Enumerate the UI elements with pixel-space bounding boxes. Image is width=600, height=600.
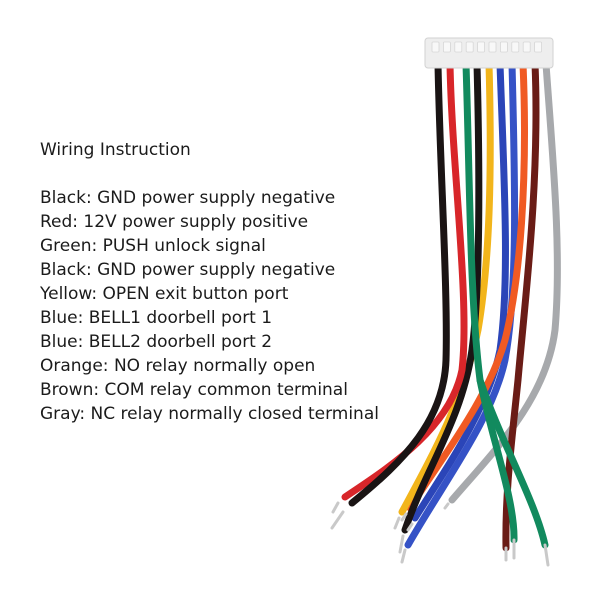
connector-ridge [522, 41, 531, 53]
wiring-instruction: Wiring Instruction Black: GND power supp… [40, 138, 420, 426]
connector-ridge [477, 41, 486, 53]
wire-item-black-gnd: Black: GND power supply negative [40, 188, 336, 208]
wire-strand-2 [462, 60, 518, 544]
wire-tips [330, 501, 550, 567]
wire-item-green-push: Green: PUSH unlock signal [40, 236, 266, 256]
wire-tip-1 [331, 501, 340, 514]
wire-strand-green-tail [476, 376, 549, 549]
connector-ridges [431, 41, 542, 53]
wire-item-orange-no: Orange: NO relay normally open [40, 356, 316, 376]
wire-item-blue-bell1: Blue: BELL1 doorbell port 1 [40, 308, 273, 328]
wire-item-gray-nc: Gray: NC relay normally closed terminal [40, 404, 379, 424]
connector-ridge [499, 41, 508, 53]
wire-tip-3 [398, 534, 405, 554]
wire-strand-0 [348, 60, 450, 507]
wire-item-brown-com: Brown: COM relay common terminal [40, 380, 348, 400]
wire-list: Black: GND power supply negative Red: 12… [40, 186, 420, 426]
wire-item-black-gnd-2: Black: GND power supply negative [40, 260, 336, 280]
connector-ridge [465, 41, 474, 53]
connector-ridge [431, 41, 440, 53]
connector-ridge [534, 41, 542, 53]
connector-ridge [442, 41, 451, 53]
wire-tip-6 [400, 548, 407, 564]
connector-ridge [511, 41, 520, 53]
instruction-title: Wiring Instruction [40, 140, 191, 160]
wire-strand-3 [401, 60, 483, 534]
wire-tip-9 [443, 502, 450, 510]
wire-item-blue-bell2: Blue: BELL2 doorbell port 2 [40, 332, 273, 352]
wire-item-yellow-open: Yellow: OPEN exit button port [40, 284, 289, 304]
connector-housing [424, 37, 554, 69]
wire-strand-7 [406, 60, 528, 512]
wire-tip-0 [330, 510, 345, 530]
wire-tip-5 [406, 522, 414, 532]
wire-tip-4 [393, 516, 401, 530]
wire-item-red-12v: Red: 12V power supply positive [40, 212, 309, 232]
connector-ridge [454, 41, 463, 53]
wire-tip-green-tail [543, 543, 550, 567]
wire-tip-7 [400, 512, 408, 522]
wire-strands [341, 60, 561, 552]
wire-strand-6 [404, 60, 519, 549]
connector-ridge [488, 41, 497, 53]
